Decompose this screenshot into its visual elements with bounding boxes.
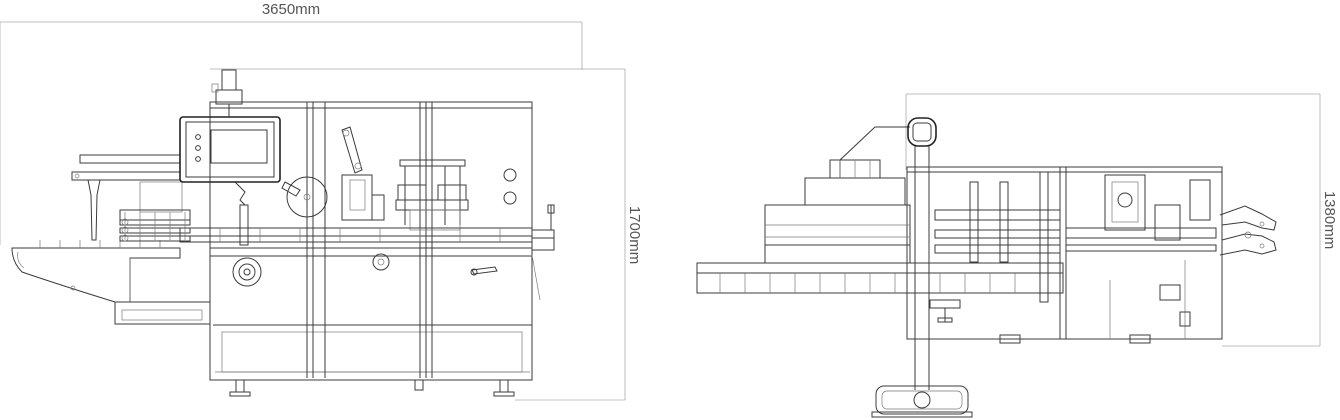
- control-panel: [179, 116, 281, 246]
- front-conveyor-rail: [179, 227, 533, 243]
- top-mast: [211, 69, 243, 117]
- front-dimension-lines: [0, 21, 626, 401]
- side-dimension-lines: [905, 93, 1321, 347]
- side-conveyor: [696, 204, 1064, 294]
- front-handwheel: [232, 253, 498, 287]
- side-forming-head: [934, 171, 1217, 303]
- folding-station: [281, 126, 385, 221]
- main-machine-body: [209, 101, 533, 397]
- side-gripper: [1219, 205, 1277, 256]
- front-width-label: 3650mm: [262, 1, 320, 18]
- outfeed-conveyor: [531, 204, 555, 301]
- side-handwheel: [929, 299, 961, 323]
- side-lower-parts: [999, 284, 1191, 344]
- side-mast: [871, 117, 973, 418]
- side-view: 1380mm: [696, 93, 1338, 418]
- front-height-label: 1700mm: [626, 206, 643, 264]
- carton-forming-station: [395, 159, 517, 231]
- front-view: 3650mm 1700mm: [0, 1, 643, 401]
- infeed-conveyor: [11, 240, 211, 325]
- side-height-label: 1380mm: [1321, 191, 1338, 249]
- carton-magazine: [71, 154, 191, 242]
- side-magazine: [804, 126, 910, 206]
